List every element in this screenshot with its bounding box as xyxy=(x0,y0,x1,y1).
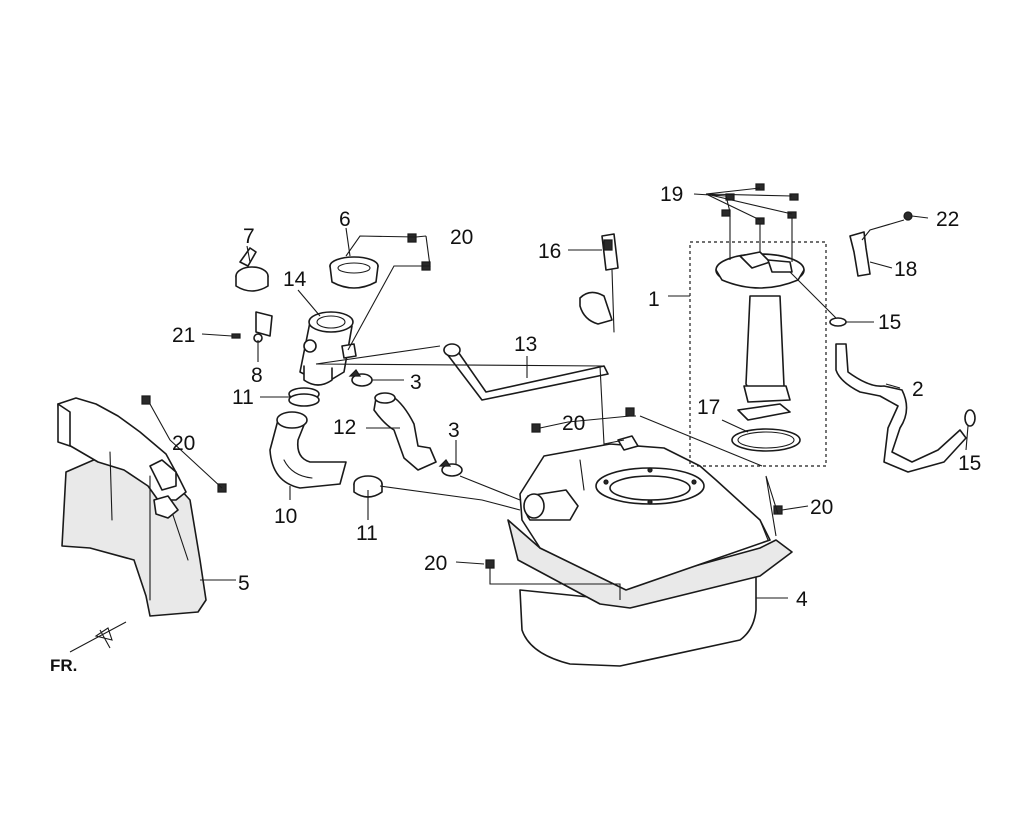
callout-4: 4 xyxy=(796,588,808,611)
callout-11-lower: 11 xyxy=(356,522,378,545)
callout-11-upper: 11 xyxy=(232,386,254,409)
callout-3-upper: 3 xyxy=(410,371,422,394)
callout-19: 19 xyxy=(660,183,683,206)
callout-1: 1 xyxy=(648,288,660,311)
callout-6: 6 xyxy=(339,208,351,231)
part-11-clamp-lower xyxy=(353,475,383,498)
part-4-fuel-tank xyxy=(507,435,793,667)
part-1-fuel-pump-assembly xyxy=(689,241,827,467)
callout-13: 13 xyxy=(514,333,537,356)
part-18-bracket xyxy=(849,231,871,277)
callout-7: 7 xyxy=(243,225,255,248)
callout-12: 12 xyxy=(333,416,356,439)
callout-20-tank-top: 20 xyxy=(562,412,585,435)
part-22-screw xyxy=(903,211,913,221)
part-2-fuel-hose xyxy=(835,343,967,473)
callout-labels: 1 2 3 3 4 5 6 7 8 10 11 11 12 13 14 15 1… xyxy=(50,183,981,675)
part-19-bolts xyxy=(721,183,799,225)
callout-20-neck: 20 xyxy=(450,226,473,249)
part-10-elbow-hose xyxy=(269,411,347,489)
part-5-cover-panel xyxy=(57,397,207,617)
part-16-fuel-sensor xyxy=(579,233,619,333)
part-8-bracket xyxy=(253,311,273,343)
front-marker-label: FR. xyxy=(50,656,77,675)
callout-15-upper: 15 xyxy=(878,311,901,334)
callout-3-lower: 3 xyxy=(448,419,460,442)
part-6-seal-ring xyxy=(329,256,379,289)
part-12-vent-hose xyxy=(373,392,437,471)
leader-lines xyxy=(149,187,969,600)
callout-16: 16 xyxy=(538,240,561,263)
callout-17: 17 xyxy=(697,396,720,419)
callout-5: 5 xyxy=(238,572,250,595)
callout-8: 8 xyxy=(251,364,263,387)
callout-21: 21 xyxy=(172,324,195,347)
part-15-clip-upper xyxy=(829,317,847,327)
part-17-pump-gasket xyxy=(731,428,801,452)
callout-18: 18 xyxy=(894,258,917,281)
callout-10: 10 xyxy=(274,505,297,528)
part-11-clamp-upper xyxy=(288,387,320,407)
callout-15-lower: 15 xyxy=(958,452,981,475)
callout-14: 14 xyxy=(283,268,307,291)
part-7-hose-clip xyxy=(235,247,269,292)
part-14-filler-neck xyxy=(299,311,357,386)
callout-22: 22 xyxy=(936,208,959,231)
part-15-clip-lower xyxy=(964,409,976,427)
callout-20-tank-right: 20 xyxy=(810,496,833,519)
part-3-clamp-upper xyxy=(348,369,373,387)
part-3-clamp-lower xyxy=(438,459,463,477)
callout-20-tank-left: 20 xyxy=(424,552,447,575)
front-direction-arrow xyxy=(69,621,127,653)
part-21-screw xyxy=(231,333,241,339)
callout-20-cover: 20 xyxy=(172,432,195,455)
callout-2: 2 xyxy=(912,378,924,401)
